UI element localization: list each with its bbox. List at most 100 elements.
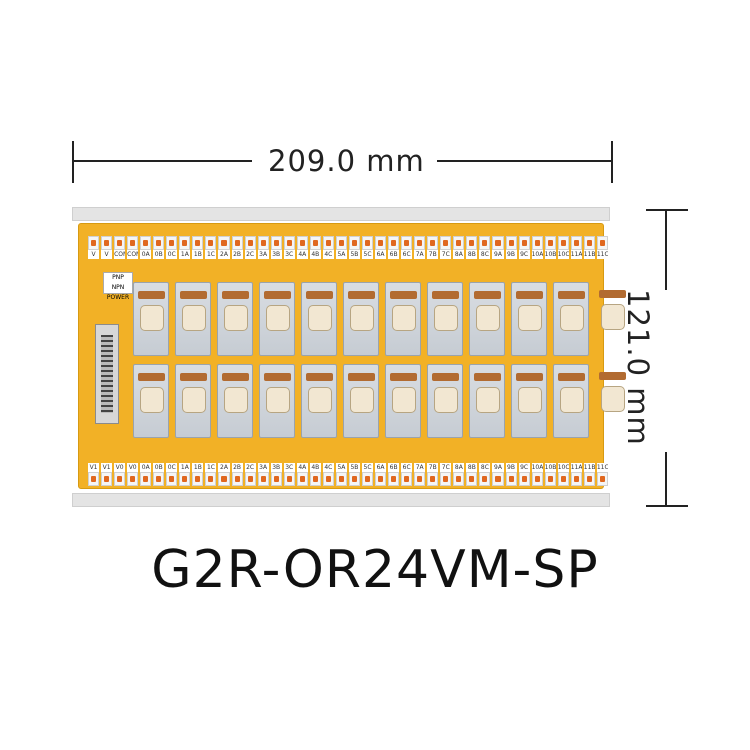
relay (175, 282, 211, 356)
terminal (335, 472, 347, 486)
terminal (218, 236, 230, 250)
terminal (127, 472, 139, 486)
terminal (505, 472, 517, 486)
top-label: 4B (309, 250, 321, 259)
top-label: 10B (544, 250, 556, 259)
relay (301, 364, 337, 438)
terminal (427, 236, 439, 250)
bottom-label: 2B (231, 463, 243, 472)
bottom-label: 5A (335, 463, 347, 472)
top-label: 9A (492, 250, 504, 259)
bottom-label-row: V1 V1 V0 V0 0A 0B 0C 1A 1B 1C 2A 2B 2C 3… (87, 463, 609, 472)
terminal (544, 236, 556, 250)
left-label: COM (114, 250, 126, 259)
top-label: 0A (140, 250, 152, 259)
terminal (322, 472, 334, 486)
bottom-label: 6C (401, 463, 413, 472)
terminal (179, 472, 191, 486)
terminal (375, 236, 387, 250)
bottom-label: 10A (531, 463, 543, 472)
top-label: 10C (557, 250, 569, 259)
terminal (296, 472, 308, 486)
top-label: 0C (166, 250, 178, 259)
relay (511, 282, 547, 356)
terminal (466, 472, 478, 486)
terminal (570, 236, 582, 250)
bottom-label: 9C (518, 463, 530, 472)
relay (553, 282, 589, 356)
relay (133, 364, 169, 438)
terminal (140, 236, 152, 250)
relay (259, 364, 295, 438)
terminal (544, 472, 556, 486)
terminal (335, 236, 347, 250)
top-label: 6B (388, 250, 400, 259)
width-right-tick (611, 141, 613, 183)
bottom-label: 7A (414, 463, 426, 472)
terminal (492, 472, 504, 486)
terminal (414, 236, 426, 250)
terminal (531, 472, 543, 486)
bottom-label: 0C (166, 463, 178, 472)
top-label: 3C (283, 250, 295, 259)
terminal (114, 236, 126, 250)
bottom-label: 3C (283, 463, 295, 472)
width-left-line (74, 160, 252, 162)
din-rail-top (72, 207, 610, 221)
terminal (453, 472, 465, 486)
relay-pcb: V V COM COM 0A 0B 0C 1A 1B 1C 2A 2B 2C 3… (78, 223, 626, 489)
bottom-label: 2C (244, 463, 256, 472)
top-label: 10A (531, 250, 543, 259)
top-label: 0B (153, 250, 165, 259)
bottom-left-label: V0 (127, 463, 139, 472)
terminal (140, 472, 152, 486)
terminal (518, 236, 530, 250)
top-label: 5C (361, 250, 374, 259)
terminal (492, 236, 504, 250)
bottom-label: 1A (179, 463, 191, 472)
relay (427, 282, 463, 356)
terminal (114, 472, 126, 486)
relay (427, 364, 463, 438)
terminal (166, 472, 178, 486)
top-label: 5A (335, 250, 347, 259)
bottom-label: 3A (257, 463, 269, 472)
terminal (453, 236, 465, 250)
bottom-label: 7C (440, 463, 452, 472)
top-label: 7B (427, 250, 439, 259)
pnp-label: PNP (112, 274, 124, 281)
terminal (309, 236, 321, 250)
terminal (348, 236, 360, 250)
relay (301, 282, 337, 356)
terminal (205, 472, 217, 486)
left-label: V (88, 250, 100, 259)
terminal (440, 472, 452, 486)
bottom-terminal-row (87, 472, 609, 486)
relay (217, 364, 253, 438)
terminal (557, 472, 569, 486)
power-label: POWER (106, 294, 130, 301)
relay-module-board: V V COM COM 0A 0B 0C 1A 1B 1C 2A 2B 2C 3… (72, 207, 626, 507)
terminal (166, 236, 178, 250)
ribbon-connector (95, 324, 119, 424)
bottom-label: 1B (192, 463, 204, 472)
terminal (283, 236, 295, 250)
terminal (283, 472, 295, 486)
terminal (401, 472, 413, 486)
top-label: 4A (296, 250, 308, 259)
bottom-label: 1C (205, 463, 217, 472)
bottom-label: 0A (140, 463, 152, 472)
top-label: 9B (505, 250, 517, 259)
terminal (88, 472, 100, 486)
terminal (101, 236, 113, 250)
terminal (257, 472, 269, 486)
bottom-left-label: V1 (88, 463, 100, 472)
bottom-label: 8C (479, 463, 491, 472)
bottom-label: 11B (583, 463, 595, 472)
din-rail-bottom (72, 493, 610, 507)
terminal (388, 472, 400, 486)
relay (343, 282, 379, 356)
relay (469, 282, 505, 356)
top-label: 7C (440, 250, 452, 259)
left-label: V (101, 250, 113, 259)
